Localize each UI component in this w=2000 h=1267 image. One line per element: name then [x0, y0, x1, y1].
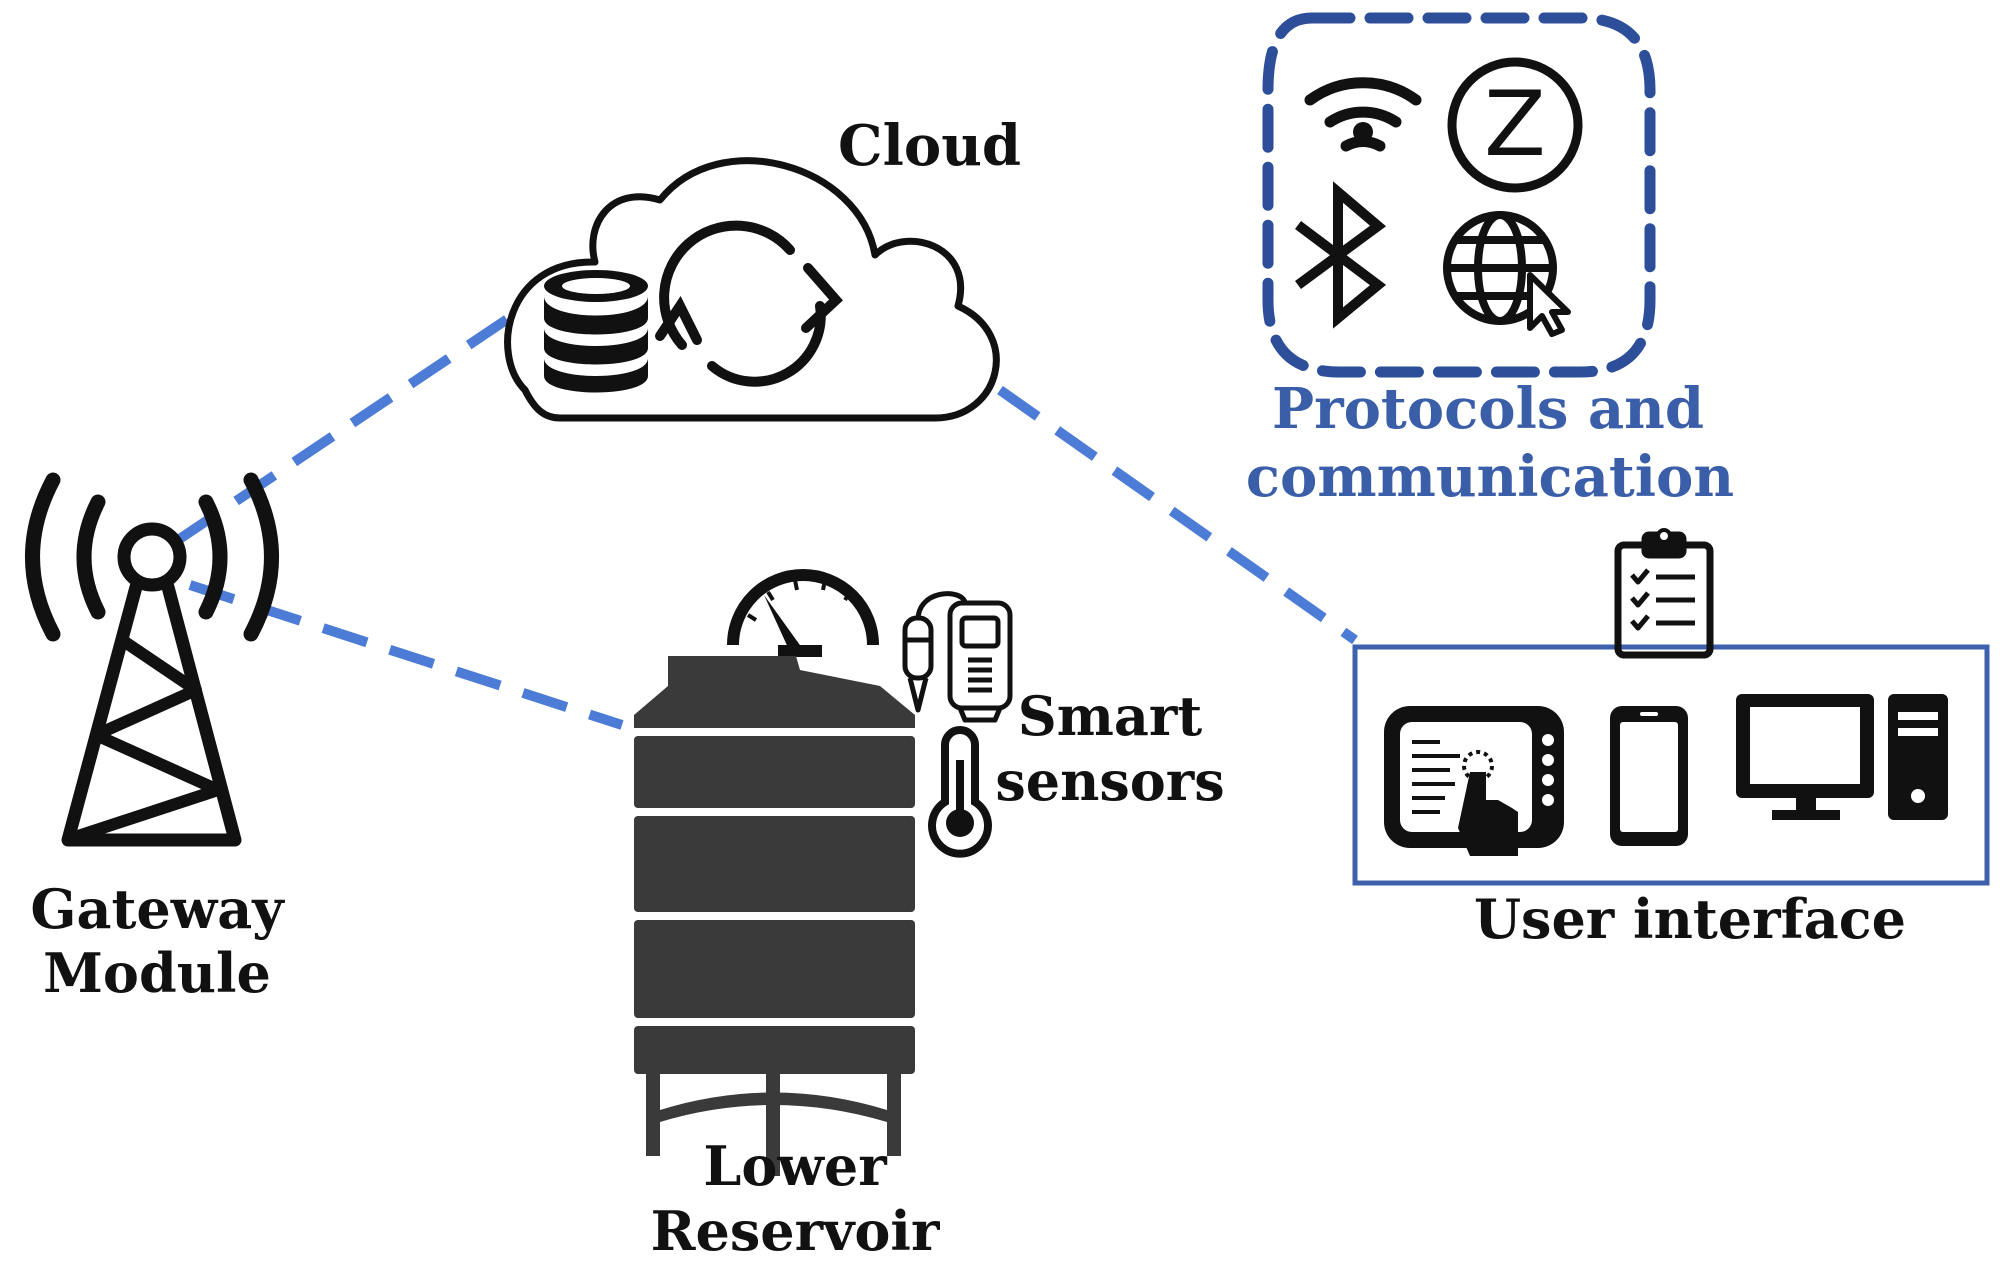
water-tank-icon	[634, 656, 915, 1176]
clipboard-icon	[1614, 528, 1714, 659]
protocols-label-line1: Protocols and	[1272, 376, 1704, 442]
user-interface-label: User interface	[1474, 887, 1906, 951]
protocols-box	[1262, 12, 1656, 378]
wifi-icon	[1304, 77, 1422, 152]
touch-tablet-icon	[1384, 706, 1564, 856]
gateway-label-line2: Module	[43, 941, 271, 1005]
smart-sensors-label-line2: sensors	[995, 749, 1224, 813]
globe-cursor-icon	[1443, 211, 1571, 337]
database-icon	[544, 270, 648, 393]
bluetooth-icon	[1295, 181, 1387, 329]
thermometer-icon	[928, 726, 992, 858]
connector-cloud-ui	[997, 385, 1358, 645]
svg-text:Z: Z	[1484, 72, 1546, 177]
sync-icon	[655, 220, 843, 387]
probe-meter-icon	[902, 591, 1013, 723]
zigbee-icon: Z	[1447, 57, 1583, 193]
protocols-label-line2: communication	[1246, 444, 1734, 510]
smart-sensors-label-line1: Smart	[1018, 684, 1203, 748]
antenna-tower-icon	[25, 472, 279, 847]
reservoir-label-line2: Reservoir	[651, 1199, 940, 1262]
smartphone-icon	[1610, 706, 1688, 846]
connector-gateway-reservoir	[188, 580, 624, 730]
connector-gateway-cloud	[175, 307, 521, 545]
gateway-label-line1: Gateway	[30, 877, 285, 941]
user-interface-box	[1352, 644, 1990, 886]
gauge-icon	[727, 569, 879, 657]
desktop-computer-icon	[1736, 694, 1948, 820]
cloud-label: Cloud	[838, 113, 1021, 179]
reservoir-label-line1: Lower	[703, 1134, 887, 1198]
